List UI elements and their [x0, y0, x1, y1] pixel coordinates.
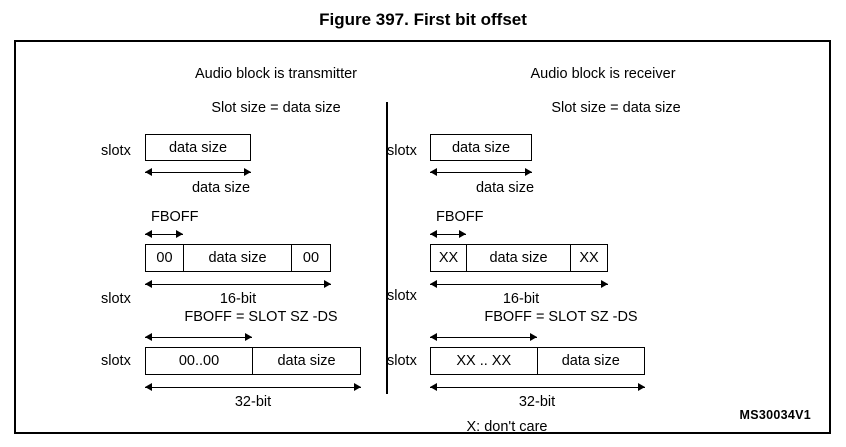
- slot-cell-offset-pre: 00..00: [146, 348, 253, 374]
- offset-label-tx-row3: FBOFF = SLOT SZ -DS: [184, 309, 338, 325]
- figure-title: Figure 397. First bit offset: [319, 10, 527, 29]
- slot-box-rx-row1: data size: [430, 134, 532, 161]
- measure-arrow-rx-row3: [430, 383, 645, 392]
- arrow-shaft: [145, 172, 251, 174]
- slot-cell-offset-pre: XX: [431, 245, 467, 271]
- measure-arrow-tx-row2: [145, 280, 331, 289]
- slot-label-tx-row2: slotx: [101, 291, 131, 307]
- slot-label-rx-row3: slotx: [387, 353, 417, 369]
- slot-box-rx-row2: XX data size XX: [430, 244, 608, 272]
- offset-label-rx-row2: FBOFF: [436, 209, 484, 225]
- arrow-shaft: [430, 337, 537, 339]
- slot-label-rx-row1: slotx: [387, 143, 417, 159]
- slot-label-tx-row3: slotx: [101, 353, 131, 369]
- column-divider: [386, 102, 388, 394]
- column-header-transmitter: Audio block is transmitter: [195, 66, 357, 82]
- figure-reference-code: MS30034V1: [739, 408, 811, 422]
- slot-cell-offset-pre: XX .. XX: [431, 348, 538, 374]
- measure-arrow-rx-row1: [430, 168, 532, 177]
- slot-box-tx-row3: 00..00 data size: [145, 347, 361, 375]
- slot-cell-offset-post: XX: [579, 250, 599, 266]
- measure-label-rx-row3: 32-bit: [518, 394, 556, 410]
- offset-label-tx-row2: FBOFF: [151, 209, 199, 225]
- slot-cell-data-size: data size: [184, 245, 292, 271]
- slot-box-rx-row3: XX .. XX data size: [430, 347, 645, 375]
- arrow-head-right-icon: [176, 230, 183, 238]
- slot-label-rx-row2: slotx: [387, 288, 417, 304]
- arrow-shaft: [430, 284, 608, 286]
- offset-arrow-rx-row2: [430, 230, 466, 239]
- offset-arrow-tx-row2: [145, 230, 183, 239]
- measure-label-rx-row1: data size: [475, 180, 535, 196]
- offset-label-rx-row3: FBOFF = SLOT SZ -DS: [484, 309, 638, 325]
- slot-cell-data-size: data size: [451, 139, 511, 156]
- measure-arrow-tx-row3: [145, 383, 361, 392]
- arrow-shaft: [145, 234, 183, 236]
- column-header-receiver: Audio block is receiver: [530, 66, 676, 82]
- offset-arrow-rx-row3: [430, 333, 537, 342]
- arrow-head-right-icon: [459, 230, 466, 238]
- slot-box-tx-row1: data size: [145, 134, 251, 161]
- measure-label-tx-row2: 16-bit: [219, 291, 257, 307]
- arrow-shaft: [145, 337, 252, 339]
- slot-box-tx-row2: 00 data size 00: [145, 244, 331, 272]
- slot-cell-data-size: data size: [561, 353, 620, 369]
- column-subheader-transmitter: Slot size = data size: [211, 100, 341, 116]
- slot-cell-data-size: data size: [277, 353, 336, 369]
- slot-cell-data-size: data size: [467, 245, 571, 271]
- arrow-shaft: [430, 234, 466, 236]
- slot-cell-offset-pre: 00: [146, 245, 184, 271]
- arrow-head-right-icon: [354, 383, 361, 391]
- slot-label-tx-row1: slotx: [101, 143, 131, 159]
- slot-cell-data-size: data size: [168, 139, 228, 156]
- measure-label-rx-row2: 16-bit: [502, 291, 540, 307]
- arrow-shaft: [430, 172, 532, 174]
- arrow-head-right-icon: [601, 280, 608, 288]
- arrow-head-right-icon: [324, 280, 331, 288]
- arrow-head-right-icon: [638, 383, 645, 391]
- arrow-head-right-icon: [525, 168, 532, 176]
- slot-cell-offset-post: 00: [302, 250, 320, 266]
- arrow-head-right-icon: [245, 333, 252, 341]
- column-subheader-receiver: Slot size = data size: [551, 100, 681, 116]
- arrow-head-right-icon: [244, 168, 251, 176]
- offset-arrow-tx-row3: [145, 333, 252, 342]
- arrow-head-right-icon: [530, 333, 537, 341]
- arrow-shaft: [430, 387, 645, 389]
- figure-frame: Audio block is transmitter Slot size = d…: [14, 40, 831, 434]
- arrow-shaft: [145, 387, 361, 389]
- measure-arrow-rx-row2: [430, 280, 608, 289]
- figure-footnote: X: don't care: [466, 419, 548, 435]
- arrow-shaft: [145, 284, 331, 286]
- measure-label-tx-row3: 32-bit: [234, 394, 272, 410]
- measure-arrow-tx-row1: [145, 168, 251, 177]
- measure-label-tx-row1: data size: [191, 180, 251, 196]
